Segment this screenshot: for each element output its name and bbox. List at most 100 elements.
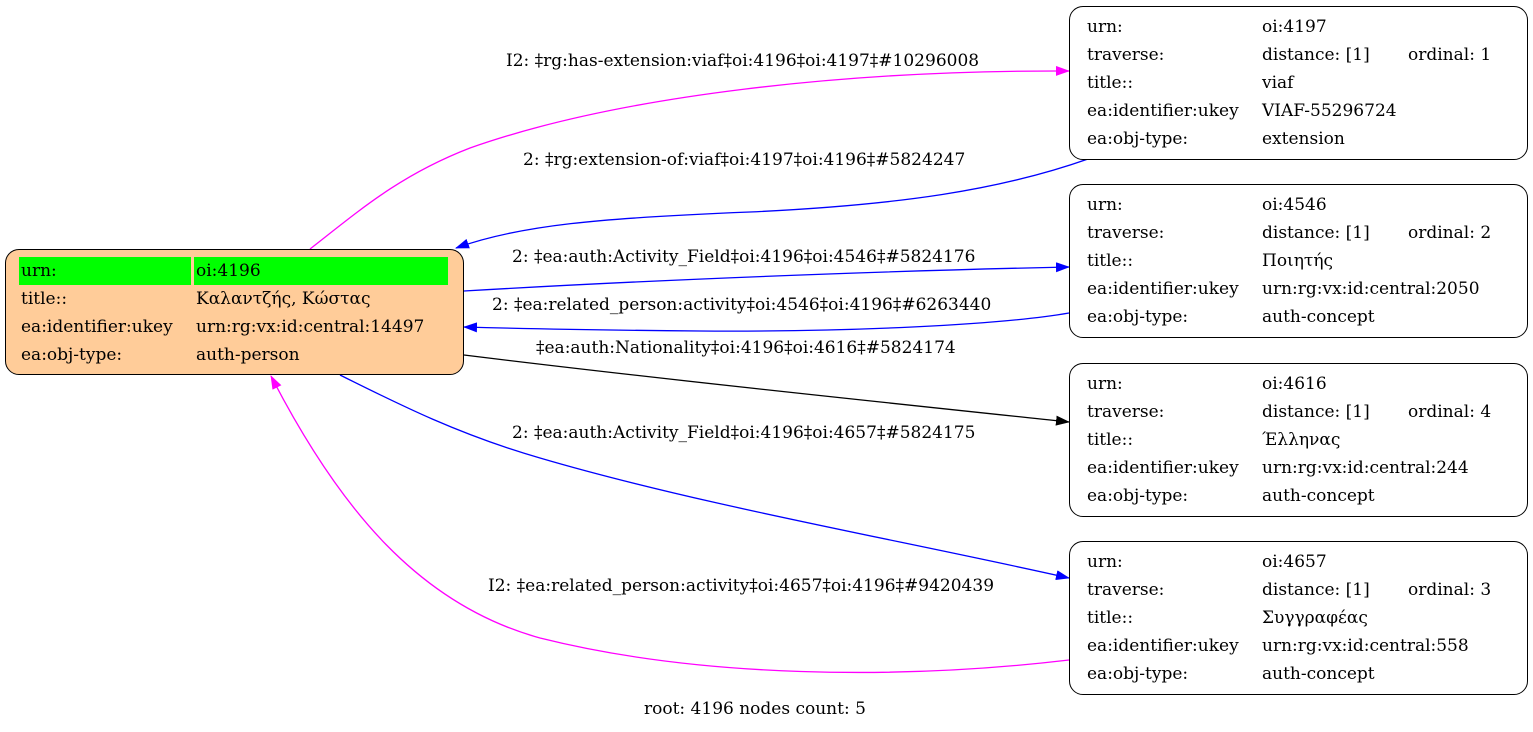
edge-4196-to-4616	[463, 354, 1070, 426]
row-value: urn:rg:vx:id:central:14497	[196, 317, 425, 337]
node-row: title::viaf	[1085, 69, 1399, 97]
distance-value: distance: [1]	[1262, 580, 1370, 600]
node-4197-table: urn: oi:4197 traverse: distance: [1] ordina…	[1082, 13, 1491, 153]
row-value: oi:4196	[194, 257, 448, 285]
row-key: urn:	[19, 257, 191, 285]
row-value: distance: [1] ordinal: 3	[1260, 576, 1491, 604]
distance-value: distance: [1]	[1262, 45, 1370, 65]
row-key: traverse:	[1087, 402, 1165, 422]
edge-4196-to-4546	[463, 262, 1070, 292]
ordinal-value: ordinal: 3	[1408, 580, 1492, 600]
ordinal-value: ordinal: 4	[1408, 402, 1492, 422]
node-row: ea:obj-type: auth-concept	[1085, 482, 1471, 510]
row-value: auth-concept	[1262, 664, 1375, 684]
edge-4196-to-4657	[339, 374, 1070, 581]
row-value: extension	[1262, 129, 1345, 149]
row-value: urn:rg:vx:id:central:244	[1262, 458, 1469, 478]
row-value: oi:4197	[1262, 17, 1327, 37]
ordinal-value: ordinal: 1	[1408, 45, 1492, 65]
graph-footer: root: 4196 nodes count: 5	[644, 699, 866, 719]
node-4546-table: urn: oi:4546 traverse: distance: [1] ordina…	[1082, 191, 1491, 331]
row-key: traverse:	[1087, 223, 1165, 243]
row-value: VIAF-55296724	[1262, 101, 1397, 121]
row-value: Ποιητής	[1262, 251, 1334, 271]
edge-label-4196-4546: 2: ‡ea:auth:Activity_Field‡oi:4196‡oi:45…	[512, 247, 976, 267]
row-key: urn:	[1087, 195, 1123, 215]
node-row: ea:obj-type: auth-person	[19, 341, 448, 369]
row-value: distance: [1] ordinal: 4	[1260, 398, 1491, 426]
node-row: title::Συγγραφέας	[1085, 604, 1471, 632]
node-row: traverse: distance: [1] ordinal: 3	[1085, 576, 1491, 604]
row-value: Καλαντζής, Κώστας	[196, 289, 371, 309]
row-value: auth-person	[196, 345, 300, 365]
node-4657-table: urn: oi:4657 traverse: distance: [1] ordina…	[1082, 548, 1491, 688]
edge-label-4196-4616: ‡ea:auth:Nationality‡oi:4196‡oi:4616‡#58…	[536, 338, 956, 358]
row-value: oi:4657	[1262, 552, 1327, 572]
node-4196[interactable]: urn: oi:4196 title:: Καλαντζής, Κώστας e…	[5, 249, 464, 375]
node-row: urn: oi:4657	[1085, 548, 1471, 576]
node-row: ea:identifier:ukey urn:rg:vx:id:central:2…	[1085, 454, 1471, 482]
row-key: traverse:	[1087, 45, 1165, 65]
node-row: urn: oi:4546	[1085, 191, 1482, 219]
row-key: urn:	[1087, 17, 1123, 37]
edge-label-4196-4197: I2: ‡rg:has-extension:viaf‡oi:4196‡oi:41…	[506, 51, 980, 71]
node-4657[interactable]: urn: oi:4657 traverse: distance: [1] ordina…	[1069, 541, 1528, 695]
node-row: urn:oi:4616	[1085, 370, 1471, 398]
row-key: ea:obj-type:	[1087, 664, 1189, 684]
row-value: auth-concept	[1262, 307, 1375, 327]
row-value: distance: [1] ordinal: 2	[1260, 219, 1491, 247]
row-key: title::	[1087, 251, 1134, 271]
row-key: traverse:	[1087, 580, 1165, 600]
node-row: title::Ποιητής	[1085, 247, 1482, 275]
node-4616-table: urn:oi:4616 traverse: distance: [1] ordina…	[1082, 370, 1491, 510]
edge-4546-to-4196	[463, 312, 1070, 333]
node-row: urn: oi:4197	[1085, 13, 1399, 41]
row-key: ea:obj-type:	[1087, 307, 1189, 327]
row-key: title::	[1087, 608, 1134, 628]
distance-value: distance: [1]	[1262, 402, 1370, 422]
edge-4657-to-4196	[270, 375, 1070, 674]
row-key: urn:	[1087, 552, 1123, 572]
node-row: title::Έλληνας	[1085, 426, 1471, 454]
ordinal-value: ordinal: 2	[1408, 223, 1492, 243]
edge-label-4546-4196: 2: ‡ea:related_person:activity‡oi:4546‡o…	[492, 295, 992, 315]
node-4546[interactable]: urn: oi:4546 traverse: distance: [1] ordina…	[1069, 184, 1528, 338]
row-key: ea:obj-type:	[1087, 129, 1189, 149]
edge-label-4196-4657: 2: ‡ea:auth:Activity_Field‡oi:4196‡oi:46…	[512, 423, 976, 443]
distance-value: distance: [1]	[1262, 223, 1370, 243]
row-key: ea:identifier:ukey	[1087, 101, 1239, 121]
node-4196-table: urn: oi:4196 title:: Καλαντζής, Κώστας e…	[16, 257, 451, 369]
row-key: urn:	[1087, 374, 1123, 394]
row-key: ea:identifier:ukey	[21, 317, 173, 337]
row-key: title::	[21, 289, 68, 309]
row-value: viaf	[1262, 73, 1294, 93]
node-row: ea:obj-type: auth-concept	[1085, 303, 1482, 331]
row-value: urn:rg:vx:id:central:558	[1262, 636, 1469, 656]
row-key: ea:obj-type:	[21, 345, 123, 365]
row-key: ea:identifier:ukey	[1087, 458, 1239, 478]
row-key: title::	[1087, 73, 1134, 93]
row-value: distance: [1] ordinal: 1	[1260, 41, 1491, 69]
row-key: title::	[1087, 430, 1134, 450]
node-row: title:: Καλαντζής, Κώστας	[19, 285, 448, 313]
row-key: ea:identifier:ukey	[1087, 279, 1239, 299]
edge-label-4197-4196: 2: ‡rg:extension-of:viaf‡oi:4197‡oi:4196…	[523, 150, 966, 170]
row-value: Συγγραφέας	[1262, 608, 1368, 628]
node-row: ea:obj-type: auth-concept	[1085, 660, 1471, 688]
node-row: ea:obj-type: extension	[1085, 125, 1399, 153]
row-value: urn:rg:vx:id:central:2050	[1262, 279, 1480, 299]
node-row: traverse: distance: [1] ordinal: 2	[1085, 219, 1491, 247]
node-row: urn: oi:4196	[19, 257, 448, 285]
node-row: traverse: distance: [1] ordinal: 4	[1085, 398, 1491, 426]
row-value: auth-concept	[1262, 486, 1375, 506]
edge-4196-to-4197	[309, 65, 1070, 250]
node-4197[interactable]: urn: oi:4197 traverse: distance: [1] ordina…	[1069, 6, 1528, 160]
row-key: ea:obj-type:	[1087, 486, 1189, 506]
node-row: ea:identifier:ukey VIAF-55296724	[1085, 97, 1399, 125]
edge-4197-to-4196	[455, 158, 1089, 249]
row-value: oi:4546	[1262, 195, 1327, 215]
node-4616[interactable]: urn:oi:4616 traverse: distance: [1] ordina…	[1069, 363, 1528, 517]
row-value: Έλληνας	[1262, 430, 1341, 450]
